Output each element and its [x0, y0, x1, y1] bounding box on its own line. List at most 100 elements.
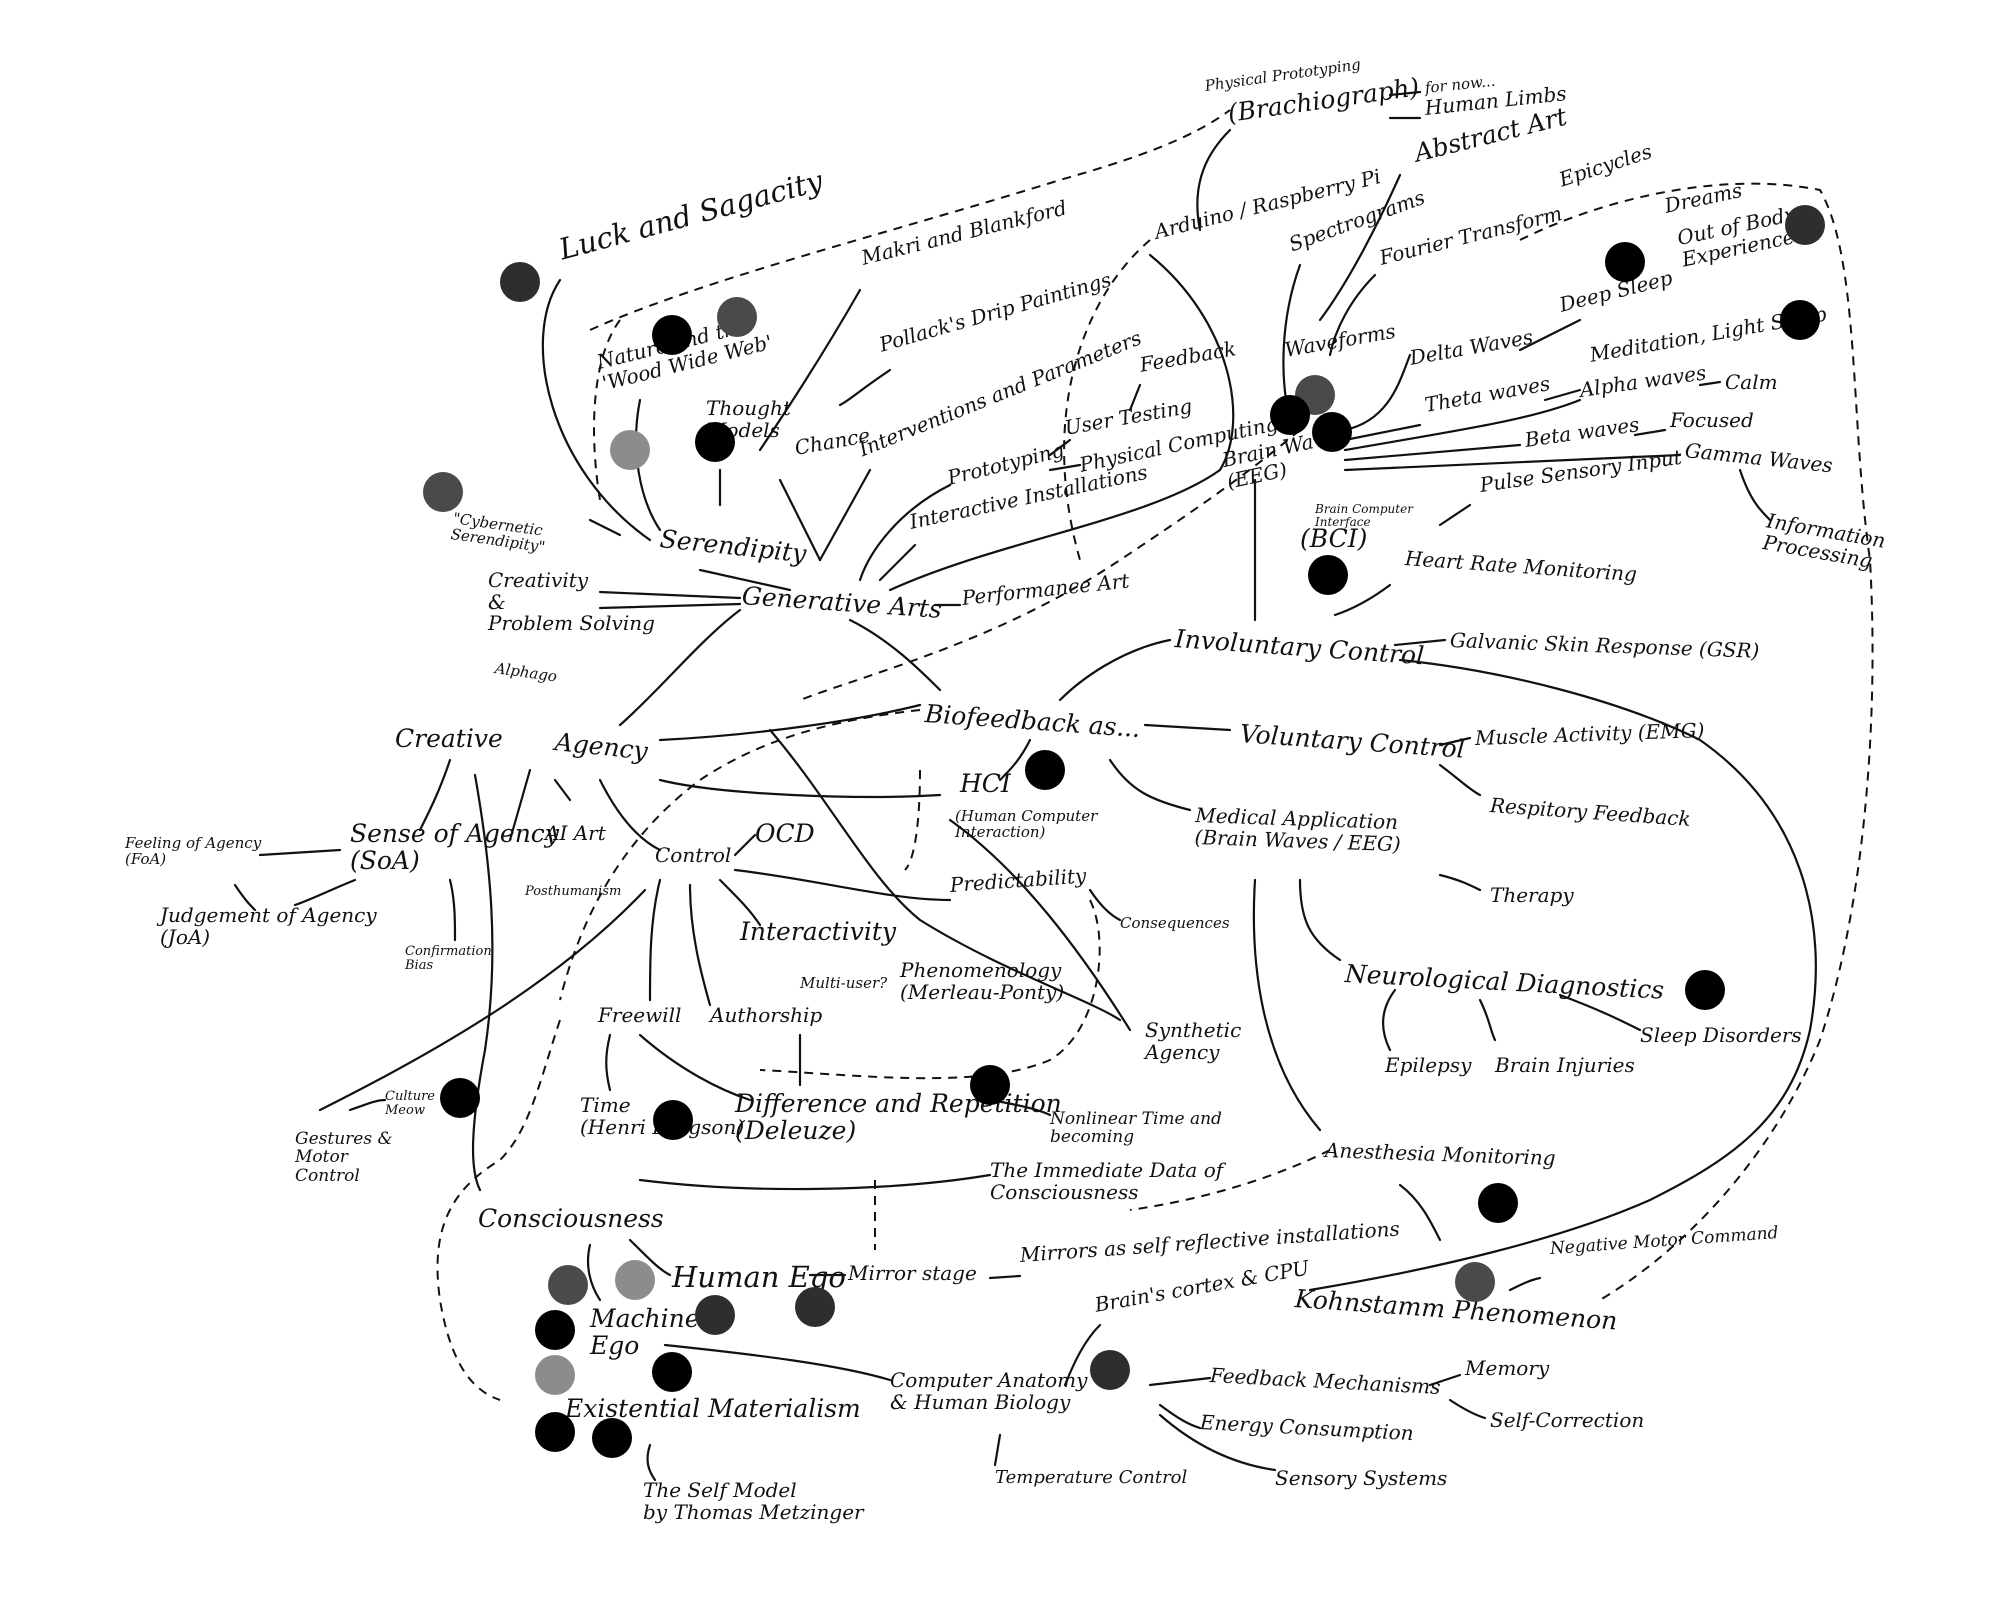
label-therapy: Therapy	[1490, 883, 1574, 907]
link-prototyping-usertesting	[1048, 438, 1072, 457]
link-biofeedback-voluntary	[1143, 723, 1232, 732]
label-sleep-disorders: Sleep Disorders	[1640, 1023, 1802, 1047]
link-agency-aiart	[553, 778, 572, 802]
marker-dot	[970, 1065, 1010, 1105]
label-ocd: OCD	[755, 819, 815, 848]
marker-dot	[1308, 555, 1348, 595]
label-self-model: The Self Model by Thomas Metzinger	[643, 1478, 864, 1524]
link-soa-joa	[293, 878, 357, 907]
label-difference: Difference and Repetition (Deleuze)	[735, 1089, 1062, 1145]
link-bci-pulse	[1438, 503, 1472, 527]
marker-dot	[440, 1078, 480, 1118]
link-makri-chance	[758, 288, 862, 452]
dashed-hci-loop	[904, 769, 921, 871]
link-gamma-info	[1738, 468, 1772, 522]
marker-dot	[652, 1352, 692, 1392]
link-brainwaves-beta	[1343, 443, 1522, 462]
label-phenomenology: Phenomenology (Merleau-Ponty)	[900, 958, 1065, 1004]
label-judgement: Judgement of Agency (JoA)	[160, 903, 377, 949]
link-brainwaves-theta	[1343, 423, 1422, 442]
marker-dot	[1270, 395, 1310, 435]
dashed-lower-left	[436, 1019, 561, 1401]
label-creative: Creative	[395, 724, 503, 753]
link-neuro-sleep	[1558, 993, 1642, 1032]
link-selfmodel-existential	[646, 1443, 657, 1482]
link-consciousness-humanego	[628, 1238, 672, 1277]
link-voluntary-muscle	[1438, 736, 1472, 747]
marker-dot	[695, 1295, 735, 1335]
link-control-predictability	[733, 868, 952, 902]
link-computer-cortex	[1063, 1323, 1102, 1387]
link-chance-generative	[778, 478, 822, 562]
label-computer-anatomy: Computer Anatomy & Human Biology	[890, 1368, 1088, 1414]
label-hci-full: (Human Computer Interaction)	[955, 807, 1098, 842]
link-creativity-generative	[598, 590, 742, 600]
label-freewill: Freewill	[598, 1003, 682, 1027]
link-neuro-epilepsy	[1381, 988, 1397, 1052]
marker-dot	[1605, 242, 1645, 282]
link-beta-focused	[1633, 428, 1667, 437]
link-biology-feedbackmech	[1148, 1376, 1212, 1387]
link-medical-therapy	[1438, 873, 1482, 892]
label-control: Control	[655, 843, 732, 867]
marker-dot	[1455, 1262, 1495, 1302]
link-theta-meditation	[1543, 388, 1582, 402]
link-mirrorstage-mirrors	[988, 1274, 1022, 1280]
link-nature-serendipity	[634, 398, 662, 532]
link-interventions-generative	[818, 468, 872, 562]
link-medical-neurological	[1298, 878, 1342, 962]
link-medical-anesthesia	[1252, 878, 1322, 1132]
label-feeling-agency: Feeling of Agency (FoA)	[125, 834, 262, 869]
marker-dot	[1780, 300, 1820, 340]
label-multi-user: Multi-user?	[800, 974, 888, 992]
dashed-bottom-right	[1129, 1149, 1331, 1211]
label-bci: (BCI)	[1300, 524, 1368, 553]
label-self-correction: Self-Correction	[1490, 1408, 1645, 1432]
dashed-brainwaves-loop	[799, 429, 1301, 701]
dashed-right-outer	[1519, 182, 1874, 1301]
link-control-ocd	[733, 833, 757, 857]
label-confirmation-bias: Confirmation Bias	[405, 944, 492, 974]
link-brachiograph-forsnow	[1388, 90, 1422, 97]
marker-dot	[1685, 970, 1725, 1010]
label-interactivity: Interactivity	[740, 917, 897, 946]
label-human-ego: Human Ego	[672, 1260, 846, 1294]
link-creative-soa	[418, 758, 452, 832]
link-culture-gestures	[348, 1098, 387, 1112]
marker-dot	[535, 1355, 575, 1395]
marker-dot	[548, 1265, 588, 1305]
label-immediate-data: The Immediate Data of Consciousness	[990, 1158, 1224, 1204]
label-brain-injuries: Brain Injuries	[1495, 1053, 1635, 1077]
link-prototyping-generative	[858, 483, 952, 582]
marker-dot	[1025, 750, 1065, 790]
link-prototyping-physical	[1048, 463, 1082, 472]
label-consciousness: Consciousness	[478, 1204, 664, 1233]
link-brainwaves-alpha	[1343, 398, 1582, 452]
marker-dot	[652, 315, 692, 355]
link-machineego-computer	[663, 1343, 892, 1382]
label-temperature: Temperature Control	[995, 1467, 1188, 1488]
link-control-freewill	[648, 878, 662, 1002]
link-feedbackmech-selfcorrection	[1448, 1398, 1487, 1420]
label-focused: Focused	[1670, 408, 1754, 432]
link-control-authorship	[688, 883, 712, 1007]
link-aiart-consciousness	[471, 773, 494, 1192]
link-biofeedback-hci	[998, 738, 1032, 782]
link-kohnstamm-negative	[1508, 1276, 1542, 1292]
link-usertesting-feedback	[1128, 383, 1142, 412]
link-agency-biofeedback	[658, 703, 922, 742]
label-medical: Medical Application (Brain Waves / EEG)	[1194, 803, 1402, 856]
link-predictability-consequences	[1088, 888, 1122, 922]
link-immediate-time	[638, 1173, 992, 1191]
link-biology-sensory	[1158, 1413, 1277, 1472]
marker-dot	[592, 1418, 632, 1458]
link-cybernetic-serendipity	[588, 518, 622, 537]
label-authorship: Authorship	[710, 1003, 823, 1027]
link-control-gestures	[318, 888, 647, 1112]
link-luck-serendipity	[541, 278, 652, 542]
link-freewill-time	[605, 1033, 612, 1092]
link-involuntary-right	[1308, 658, 1817, 1292]
marker-dot	[500, 262, 540, 302]
link-brainwaves-gamma	[1343, 453, 1682, 472]
